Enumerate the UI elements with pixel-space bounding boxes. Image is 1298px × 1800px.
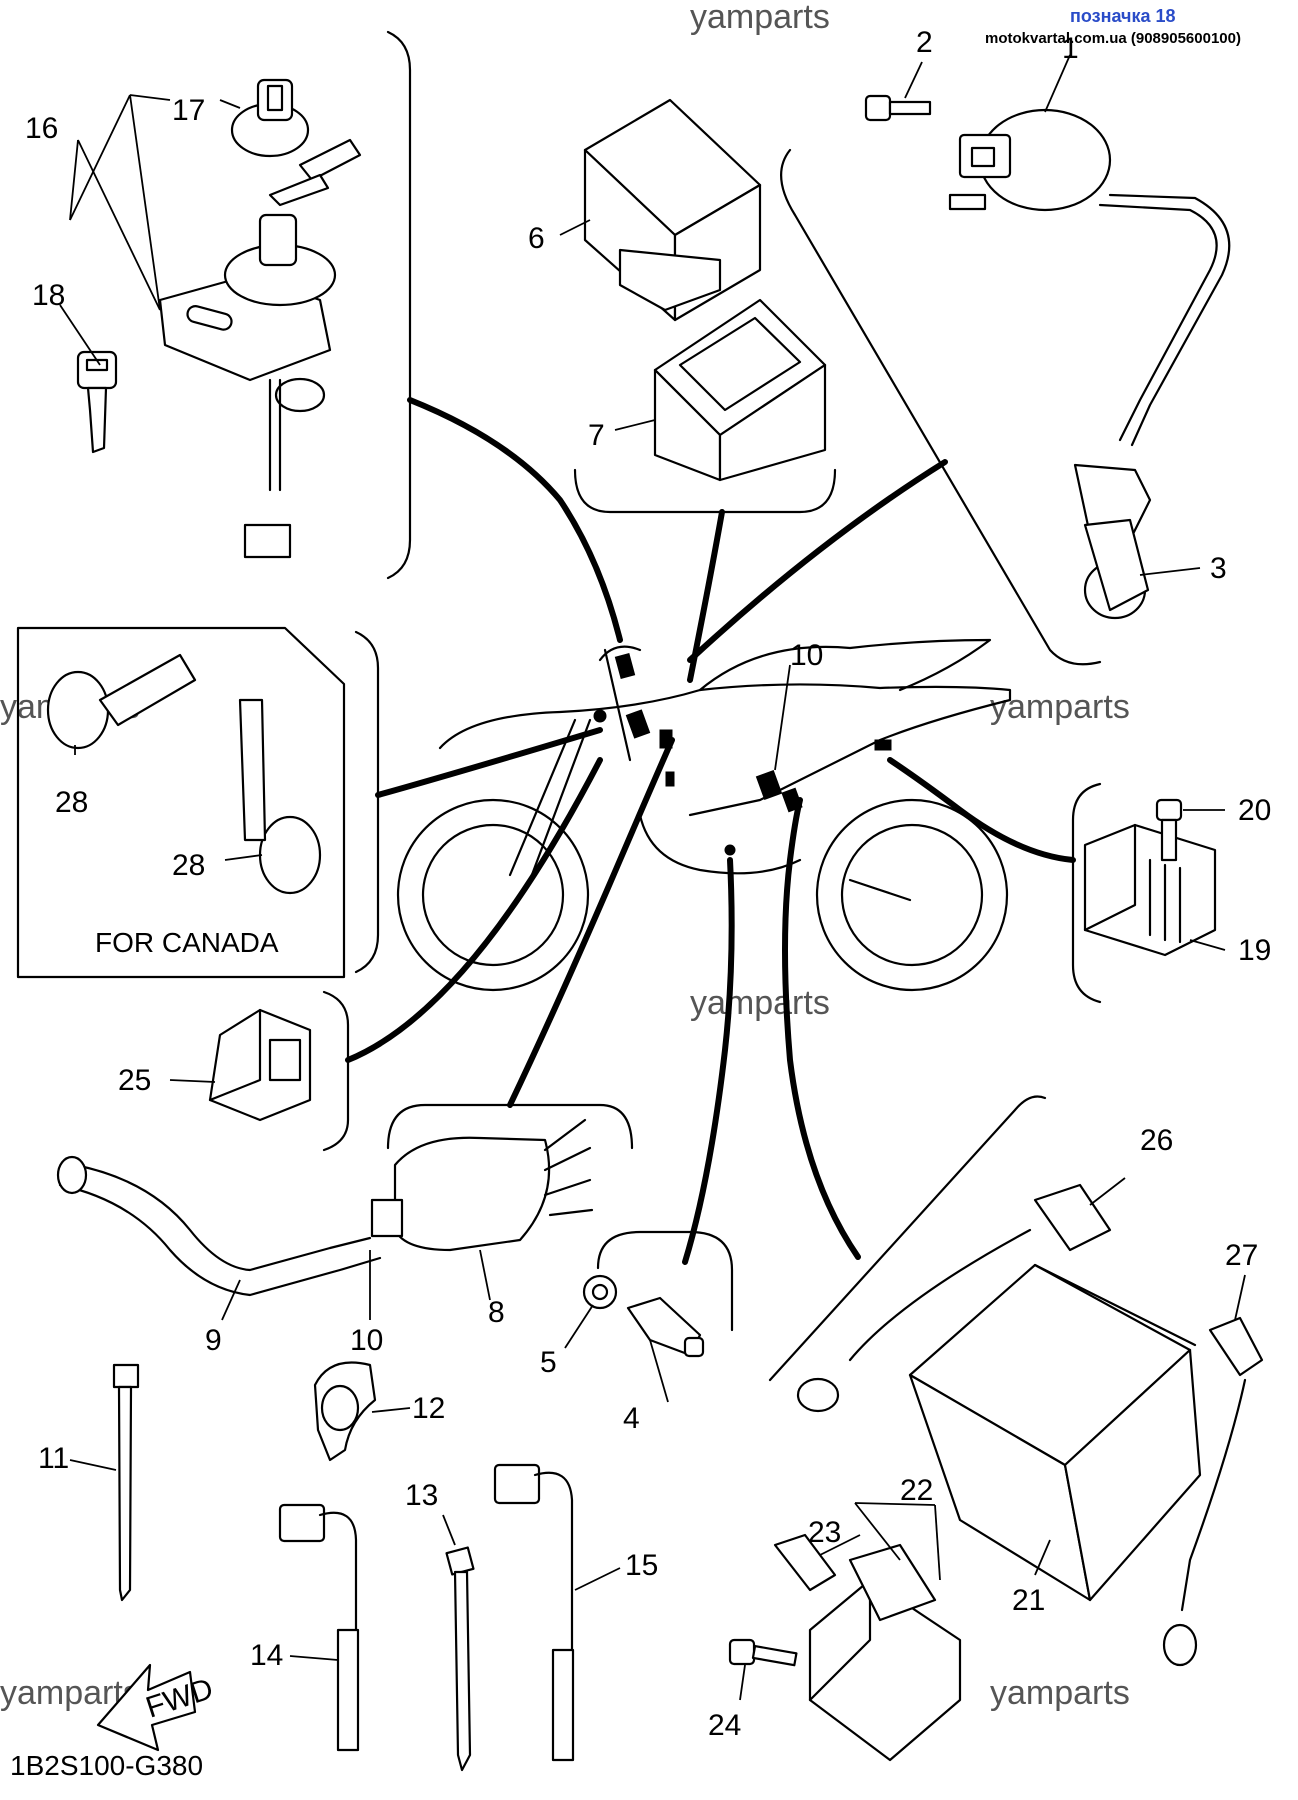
cable-tie-11 <box>112 1363 140 1602</box>
label-part-6: 6 <box>528 222 545 255</box>
grommet-28 <box>46 653 322 895</box>
bike-connector-3 <box>659 729 673 749</box>
lead-neutral-switch <box>682 857 735 1265</box>
harness-9-8 <box>56 1118 594 1297</box>
lead-relay-25 <box>345 757 603 1063</box>
label-part-28-upper: 28 <box>55 786 88 819</box>
label-part-10-harness: 10 <box>350 1324 383 1357</box>
bolt-24 <box>728 1638 798 1667</box>
label-part-28-lower: 28 <box>172 849 205 882</box>
lead-main-switch <box>407 397 623 643</box>
frame-neutral-switch <box>596 1230 734 1332</box>
bolt-20 <box>1155 798 1183 862</box>
label-part-21: 21 <box>1012 1584 1045 1617</box>
lead-harness <box>507 737 675 1108</box>
lead-regulator <box>887 757 1076 863</box>
frame-main-switch <box>386 30 412 580</box>
label-part-23: 23 <box>808 1516 841 1549</box>
label-part-22: 22 <box>900 1474 933 1507</box>
relay-unit-6 <box>583 98 762 322</box>
ignition-coil-1 <box>948 108 1231 447</box>
label-part-8: 8 <box>488 1296 505 1329</box>
label-part-19: 19 <box>1238 934 1271 967</box>
header-site: motokvartal.com.ua (908905600100) <box>985 30 1241 47</box>
band-14 <box>278 1503 360 1752</box>
bike-connector-2 <box>625 709 651 739</box>
neutral-switch-4 <box>626 1296 705 1358</box>
label-part-3: 3 <box>1210 552 1227 585</box>
relay-25 <box>208 1008 312 1122</box>
frame-relay-25 <box>322 990 350 1152</box>
cable-tie-13 <box>445 1546 475 1772</box>
label-part-2: 2 <box>916 26 933 59</box>
bike-connector-5 <box>781 787 803 813</box>
frame-canada <box>16 626 346 979</box>
label-part-4: 4 <box>623 1402 640 1435</box>
spark-plug-cap-3 <box>1073 463 1152 620</box>
lead-ignition-coil <box>687 459 948 663</box>
label-part-27: 27 <box>1225 1239 1258 1272</box>
battery-lead-27 <box>1162 1316 1264 1667</box>
frame-relay <box>573 468 837 514</box>
lead-canada <box>375 727 603 798</box>
label-part-5: 5 <box>540 1346 557 1379</box>
header-tag: позначка 18 <box>1070 6 1176 26</box>
bike-connector-6 <box>874 739 892 751</box>
frame-canada-right <box>354 630 380 974</box>
label-part-24: 24 <box>708 1709 741 1742</box>
frame-battery <box>768 1095 1047 1382</box>
rectifier-regulator-19 <box>1083 823 1217 957</box>
clamp-12 <box>313 1361 377 1462</box>
lead-battery <box>782 797 861 1260</box>
watermark-center: yamparts <box>690 984 830 1022</box>
key-part <box>76 350 118 454</box>
frame-regulator <box>1071 782 1102 1004</box>
label-part-15: 15 <box>625 1549 658 1582</box>
label-part-13: 13 <box>405 1479 438 1512</box>
key-cap-part <box>230 78 310 158</box>
bike-connector-7 <box>665 771 675 787</box>
label-part-10-bike: 10 <box>790 639 823 672</box>
main-switch-part <box>158 138 362 559</box>
canada-note: FOR CANADA <box>95 927 279 958</box>
bike-connector-4 <box>755 770 783 800</box>
leader-lines <box>59 54 1246 1701</box>
label-part-11: 11 <box>38 1442 69 1475</box>
battery-lead-26 <box>796 1183 1112 1413</box>
label-part-17: 17 <box>172 94 205 127</box>
label-part-12: 12 <box>412 1392 445 1425</box>
relay-socket-7 <box>653 298 827 482</box>
bolt-2 <box>864 94 932 122</box>
diagram-code: 1B2S100-G380 <box>10 1750 203 1781</box>
battery-21 <box>908 1263 1202 1602</box>
label-part-25: 25 <box>118 1064 151 1097</box>
fuse-holder-23 <box>773 1533 837 1592</box>
label-part-14: 14 <box>250 1639 283 1672</box>
label-part-26: 26 <box>1140 1124 1173 1157</box>
label-part-1: 1 <box>1062 32 1079 65</box>
starter-relay-22 <box>808 1543 962 1762</box>
label-part-18: 18 <box>32 279 65 312</box>
label-part-9: 9 <box>205 1324 222 1357</box>
band-15 <box>493 1463 575 1762</box>
washer-5 <box>582 1274 618 1310</box>
frame-ignition-coil <box>780 148 1102 666</box>
watermark-right: yamparts <box>990 688 1130 726</box>
label-part-16: 16 <box>25 112 58 145</box>
label-part-7: 7 <box>588 419 605 452</box>
watermark-bottom-right: yamparts <box>990 1674 1130 1712</box>
bike-connector-1 <box>614 652 636 680</box>
watermark-top: yamparts <box>690 0 830 36</box>
label-part-20: 20 <box>1238 794 1271 827</box>
